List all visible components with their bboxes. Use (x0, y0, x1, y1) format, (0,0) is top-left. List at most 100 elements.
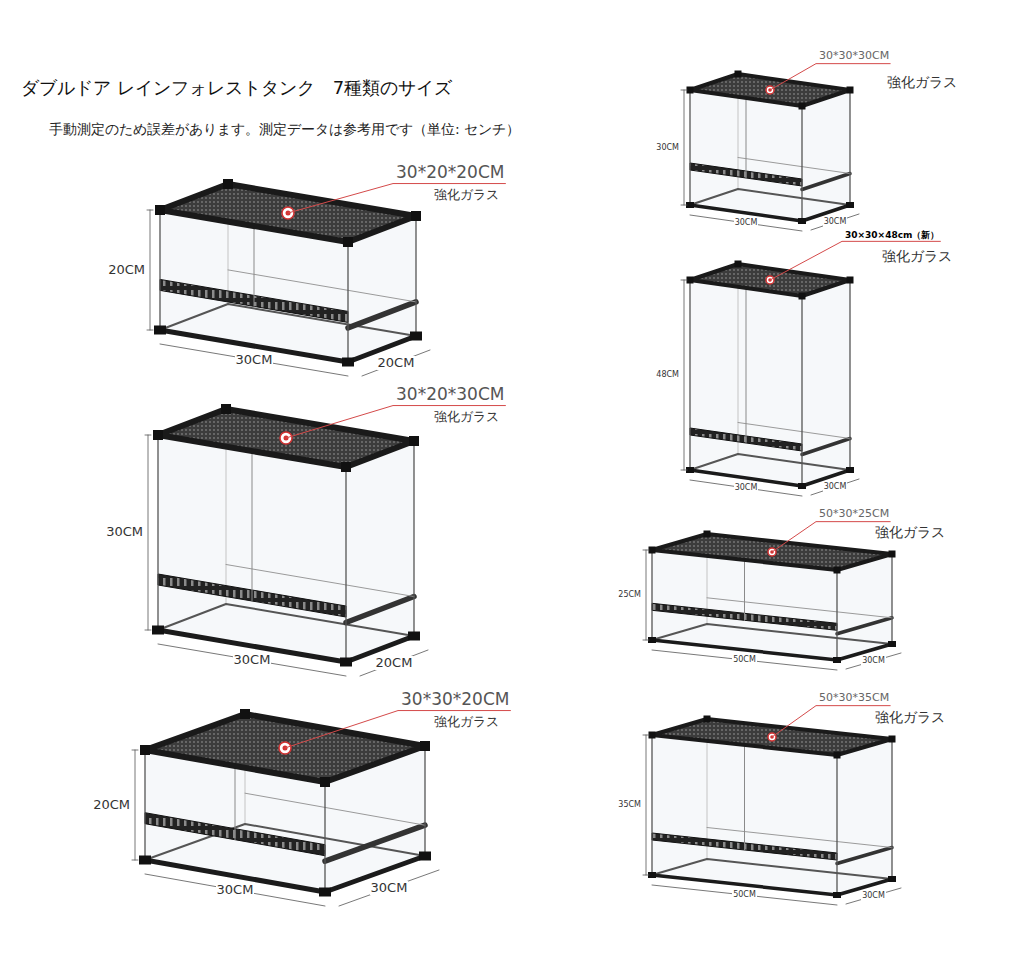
material-note: 強化ガラス (433, 188, 500, 203)
glass-body (690, 264, 850, 486)
terrarium-tank (145, 404, 505, 676)
lid-corner (847, 277, 854, 284)
dimension-line (652, 650, 837, 670)
lid-corner (320, 777, 330, 787)
tank-foot (340, 658, 352, 667)
material-note: 強化ガラス (433, 410, 500, 425)
dimension-tick (132, 750, 138, 751)
dimension-label: 30CM (233, 653, 272, 668)
dimension-label: 48CM (655, 370, 680, 379)
dimension-tick (643, 735, 649, 736)
glass-body (160, 184, 416, 362)
terrarium-tank (643, 706, 901, 905)
side-rail (346, 597, 414, 623)
material-note: 強化ガラス (881, 248, 953, 264)
back-rail (226, 565, 414, 597)
glass-edge (424, 746, 425, 856)
door-split (252, 451, 253, 601)
side-rail (837, 848, 892, 864)
lid-corner (343, 237, 353, 247)
glass-edge (801, 106, 802, 221)
dimension-line (135, 750, 136, 860)
dimension-line (362, 350, 430, 376)
dimension-line (846, 888, 901, 904)
dimension-tick (145, 630, 151, 631)
side-rail (325, 825, 425, 861)
size-callout: 30*20*20CM (395, 163, 505, 183)
dimension-tick (147, 210, 153, 211)
side-rail (837, 618, 892, 634)
glass-edge (891, 554, 892, 644)
dimension-tick (681, 470, 687, 471)
dimension-tick (147, 330, 153, 331)
leader-line (286, 406, 505, 438)
lid-corner (411, 211, 421, 221)
tank-foot (410, 332, 422, 341)
door-split (746, 98, 747, 178)
back-rail (707, 598, 892, 618)
leader-line (285, 711, 510, 748)
dimension-line (148, 435, 149, 630)
tank-foot (154, 326, 166, 335)
dimension-line (158, 644, 346, 676)
lid-corner (799, 103, 806, 110)
lid-corner (153, 430, 163, 440)
back-rail (738, 158, 850, 174)
lid-corner (649, 547, 656, 554)
back-rail (245, 793, 425, 825)
glass-edge (324, 782, 325, 892)
lid-corner (155, 205, 165, 215)
dimension-label: 20CM (92, 798, 131, 813)
lid-corner (221, 404, 231, 414)
dimension-line (690, 480, 802, 496)
glass-edge (738, 264, 739, 454)
dimension-line (145, 874, 325, 906)
dimension-label: 50CM (732, 890, 757, 899)
dimension-line (150, 210, 151, 330)
dimension-line (160, 344, 348, 376)
back-rail (707, 828, 892, 848)
dimension-label: 20CM (375, 656, 414, 671)
dimension-tick (145, 435, 151, 436)
terrarium-tank (681, 64, 890, 231)
dimension-line (690, 215, 802, 231)
material-note: 強化ガラス (886, 74, 958, 90)
dimension-tick (643, 640, 649, 641)
dimension-label: 20CM (107, 263, 146, 278)
terrarium-tank (681, 241, 940, 496)
dimension-line (646, 550, 647, 640)
tank-foot (888, 876, 896, 882)
tank-foot (798, 218, 806, 224)
glass-body (652, 534, 892, 660)
dimension-line (811, 214, 859, 230)
glass-edge (891, 739, 892, 879)
lid-corner (687, 277, 694, 284)
leader-line (772, 522, 890, 552)
leader-line (770, 64, 890, 90)
lid-corner (735, 71, 742, 78)
dimension-tick (643, 875, 649, 876)
glass-body (158, 409, 414, 662)
side-rail (802, 174, 850, 190)
back-rail (738, 423, 850, 439)
glass-edge (689, 280, 690, 470)
size-callout: 50*30*25CM (818, 508, 890, 521)
lid-corner (687, 87, 694, 94)
lid-corner (834, 567, 841, 574)
tank-foot (319, 888, 331, 897)
dimension-line (652, 885, 837, 905)
dimension-line (684, 280, 685, 470)
dimension-label: 50CM (732, 655, 757, 664)
glass-body (145, 714, 425, 892)
dimension-tick (681, 90, 687, 91)
glass-body (652, 719, 892, 895)
back-frame (690, 189, 850, 205)
tank-foot (139, 856, 151, 865)
dimension-label: 35CM (617, 800, 642, 809)
lid-corner (735, 261, 742, 268)
lid-corner (834, 752, 841, 759)
dimension-label: 30CM (105, 525, 144, 540)
